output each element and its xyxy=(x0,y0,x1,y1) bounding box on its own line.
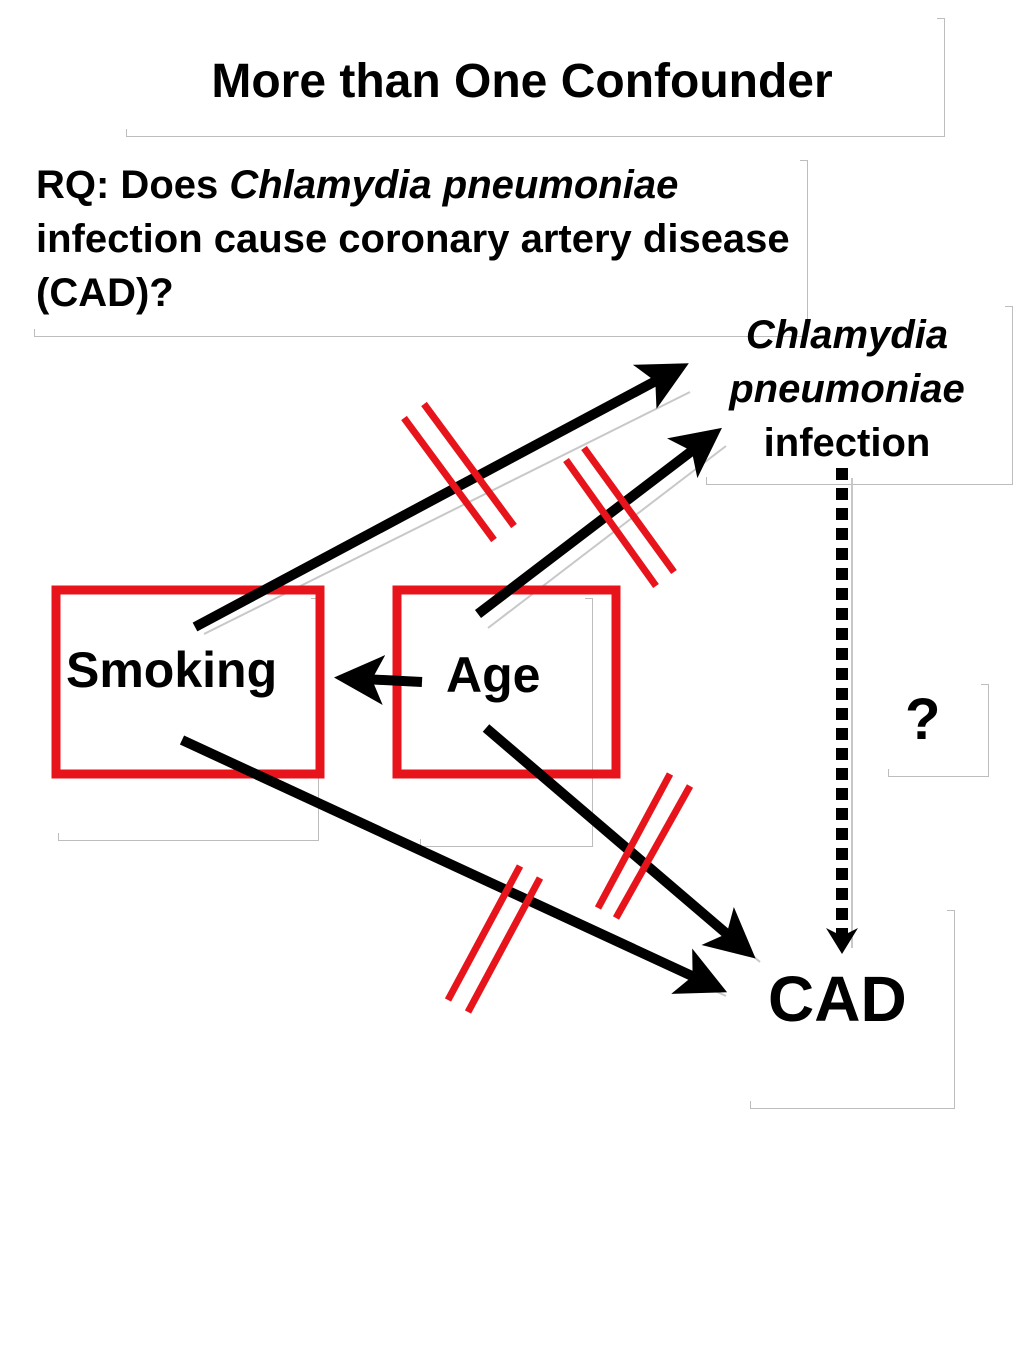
smoking-adjust-box xyxy=(51,585,325,779)
research-question: RQ: Does Chlamydia pneumoniae infection … xyxy=(36,158,806,320)
rq-suffix: infection cause coronary artery disease … xyxy=(36,217,790,315)
unknown-effect-marker: ? xyxy=(905,687,941,752)
arrow-age-to-cad xyxy=(482,724,756,959)
arrow-smoking-to-cad xyxy=(179,735,728,994)
block-mark-smoking-cad xyxy=(444,864,544,1014)
arrow-smoking-to-exposure xyxy=(192,363,689,632)
exposure-organism-line2: pneumoniae xyxy=(729,367,965,411)
exposure-line3: infection xyxy=(763,421,931,465)
arrow-age-to-smoking xyxy=(334,655,423,706)
block-mark-smoking-exposure xyxy=(401,401,517,543)
block-mark-age-exposure xyxy=(563,445,677,589)
page-title: More than One Confounder xyxy=(211,55,833,108)
exposure-organism-line1: Chlamydia xyxy=(745,313,949,357)
rq-organism: Chlamydia pneumoniae xyxy=(229,163,679,207)
outcome-node-label: CAD xyxy=(768,963,907,1035)
block-mark-age-cad xyxy=(594,772,694,920)
smoking-node-label: Smoking xyxy=(66,642,278,698)
rq-prefix: RQ: Does xyxy=(36,163,230,207)
exposure-node-label: Chlamydia pneumoniae infection xyxy=(706,308,988,470)
age-node-label: Age xyxy=(446,647,541,703)
arrow-age-to-exposure xyxy=(474,427,722,618)
arrow-exposure-to-cad-head xyxy=(826,928,858,954)
